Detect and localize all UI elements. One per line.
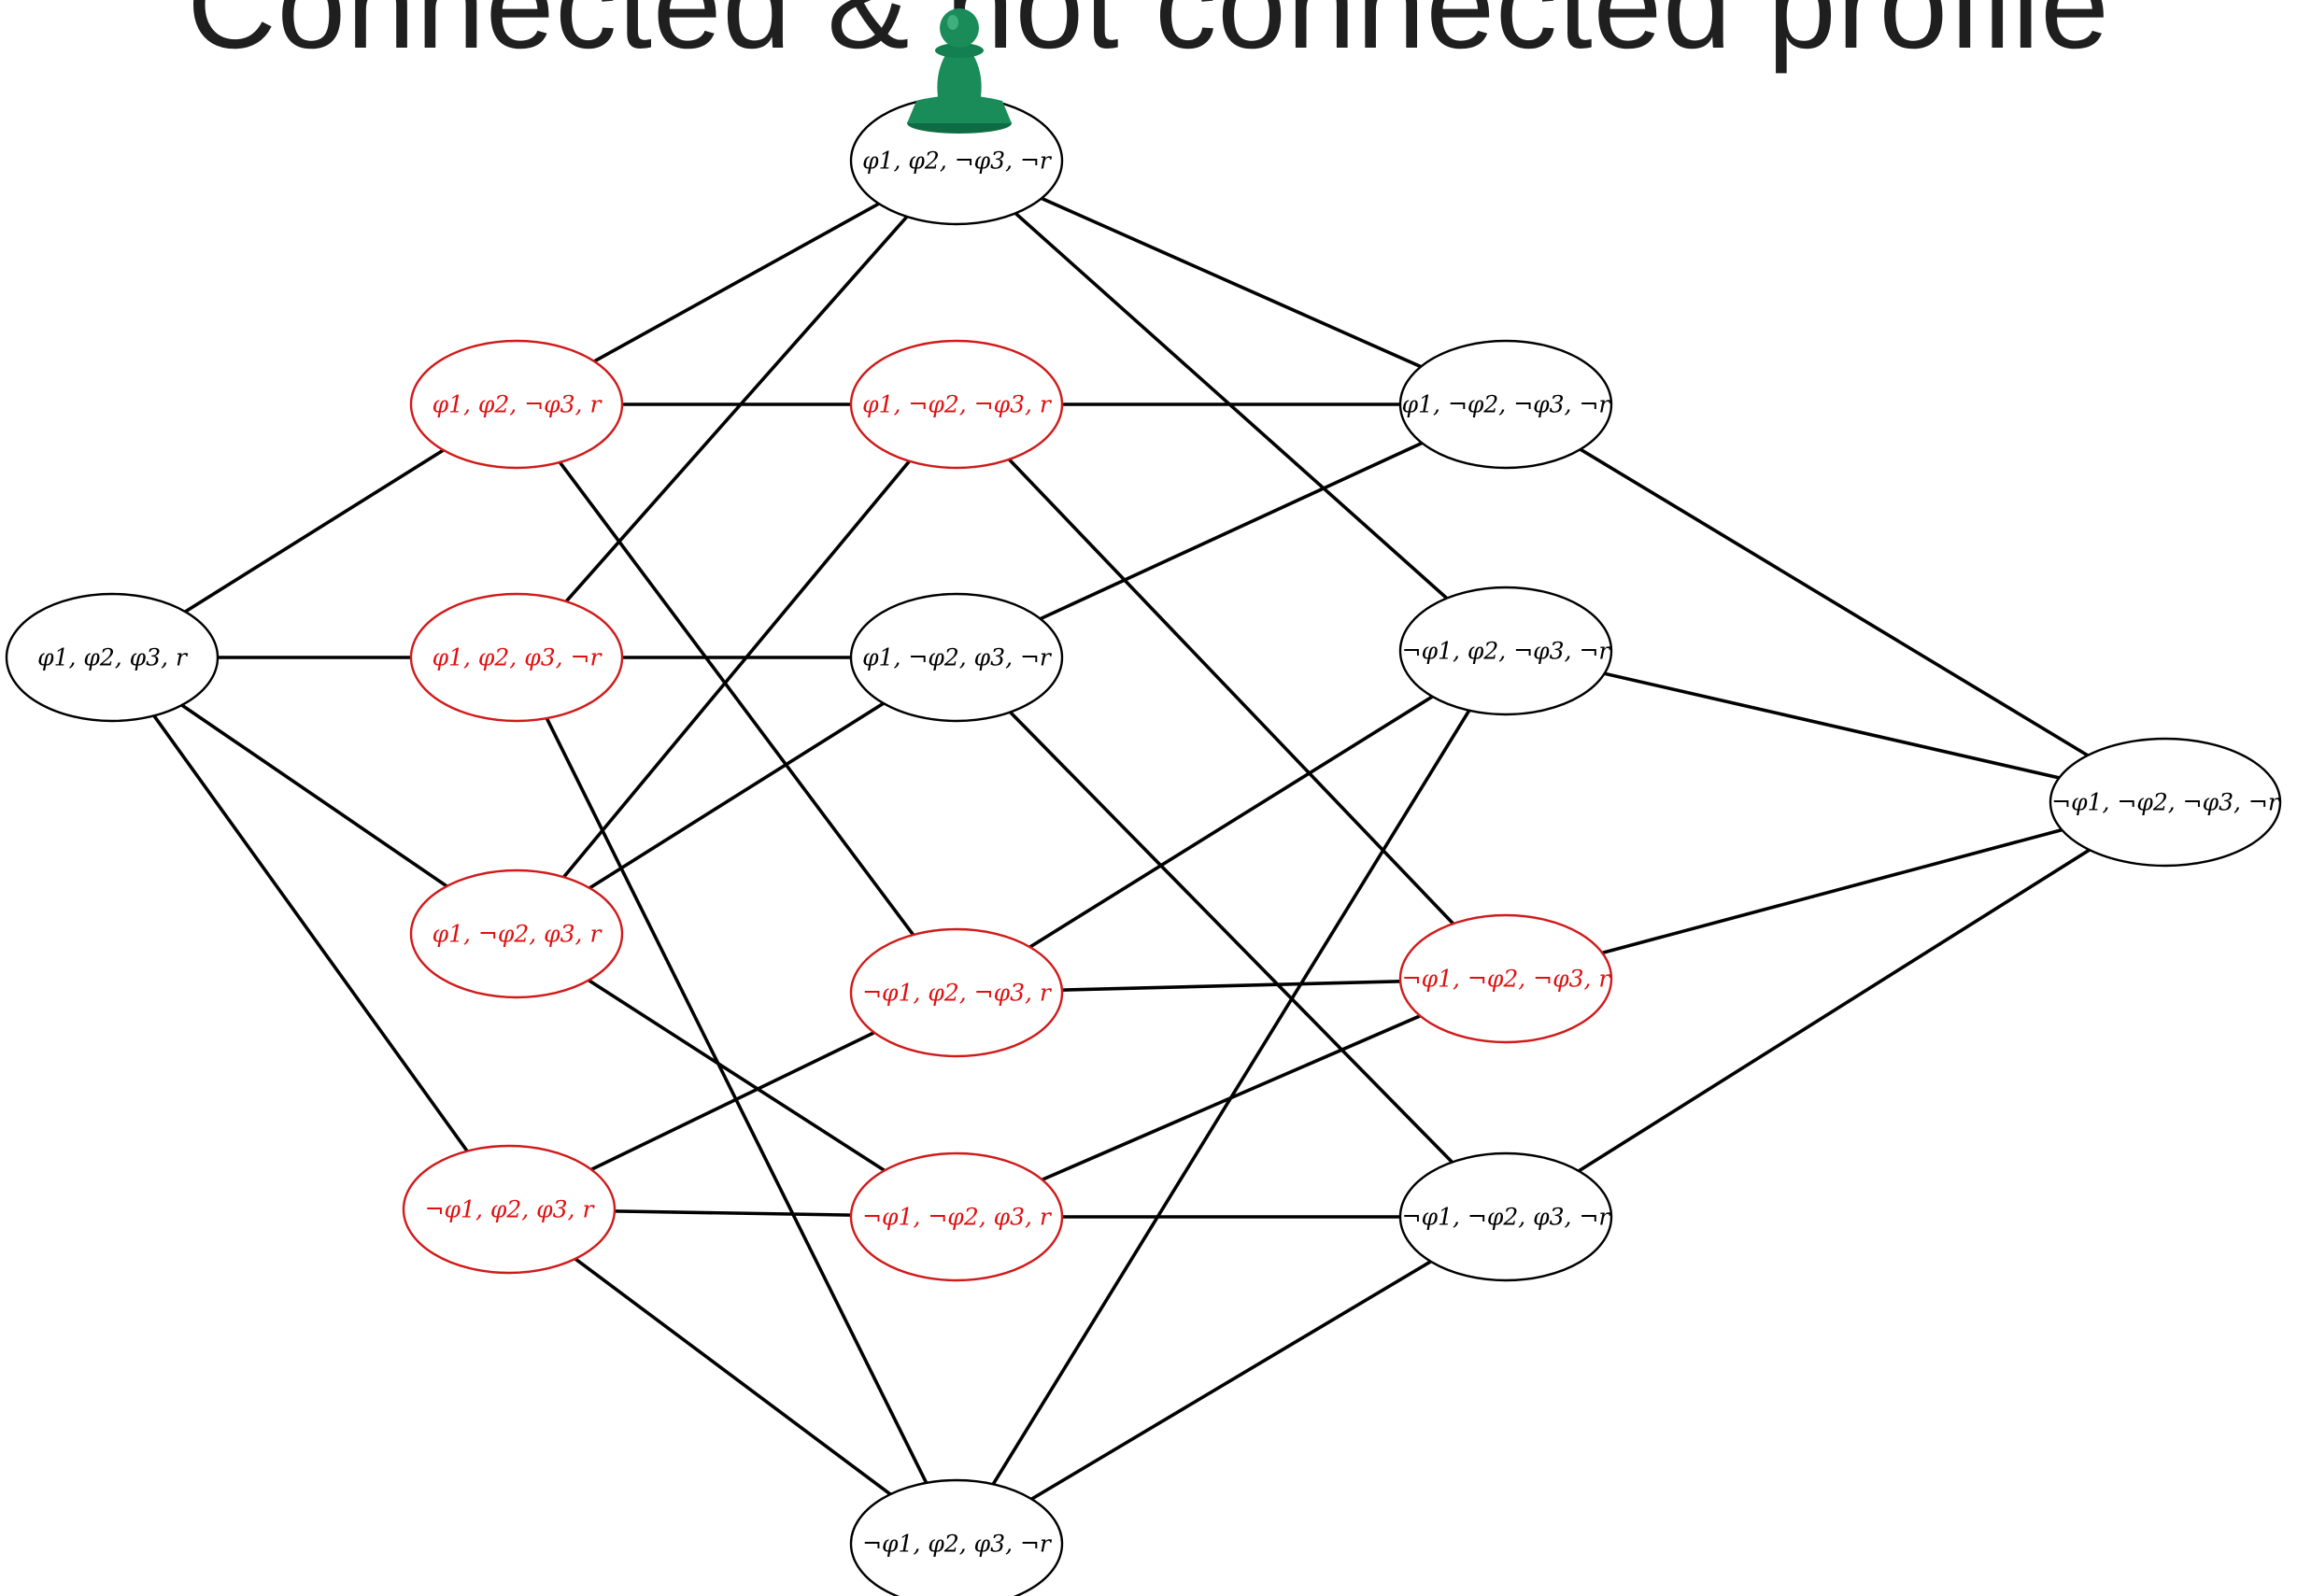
node-left: φ1, φ2, φ3, r [5, 592, 220, 723]
node-label: φ1, ¬φ2, φ3, r [432, 921, 603, 948]
node-d3: ¬φ1, ¬φ2, φ3, ¬r [1398, 1151, 1613, 1282]
edge-d1-bot [507, 1208, 958, 1546]
node-ellipse [402, 1144, 617, 1275]
node-label: φ1, φ2, ¬φ3, ¬r [862, 148, 1053, 175]
green-pawn-icon [907, 8, 1012, 134]
edge-b2-d3 [955, 656, 1508, 1219]
node-label: ¬φ1, φ2, φ3, ¬r [862, 1531, 1053, 1558]
node-ellipse [409, 869, 624, 999]
pawn-part [935, 43, 984, 58]
node-ellipse [849, 592, 1064, 723]
node-ellipse [409, 339, 624, 470]
edge-a3-right [1505, 403, 2166, 804]
edge-right-d3 [1505, 800, 2166, 1219]
node-label: ¬φ1, ¬φ2, φ3, r [862, 1204, 1053, 1231]
edge-a3-b2 [956, 403, 1507, 659]
graph-edges [110, 159, 2166, 1546]
edge-b3-c2 [956, 649, 1507, 995]
edge-top-b1 [515, 159, 958, 659]
edge-d3-bot [956, 1215, 1507, 1546]
node-label: φ1, ¬φ2, ¬φ3, r [862, 391, 1053, 418]
node-label: ¬φ1, φ2, φ3, r [425, 1196, 596, 1223]
node-label: φ1, φ2, ¬φ3, r [432, 391, 603, 418]
slide-title: Connected & not connected profile [187, 0, 2110, 74]
node-d1: ¬φ1, φ2, φ3, r [402, 1144, 617, 1275]
node-label: ¬φ1, ¬φ2, ¬φ3, ¬r [2051, 789, 2281, 816]
node-ellipse [1398, 913, 1613, 1044]
node-c3: ¬φ1, ¬φ2, ¬φ3, r [1398, 913, 1613, 1044]
node-b2: φ1, ¬φ2, φ3, ¬r [849, 592, 1064, 723]
edge-b3-right [1505, 649, 2166, 804]
node-ellipse [849, 339, 1064, 470]
node-label: φ1, φ2, φ3, r [37, 644, 189, 671]
pawn-part [907, 95, 1012, 123]
node-right: ¬φ1, ¬φ2, ¬φ3, ¬r [2049, 737, 2282, 868]
node-ellipse [5, 592, 220, 723]
edge-a1-c2 [515, 403, 958, 995]
node-ellipse [849, 1478, 1064, 1596]
edge-a2-c3 [955, 403, 1508, 981]
node-label: ¬φ1, ¬φ2, ¬φ3, r [1402, 966, 1612, 993]
pawn-part [940, 8, 979, 48]
node-label: ¬φ1, φ2, ¬φ3, ¬r [1402, 638, 1612, 665]
node-b1: φ1, φ2, φ3, ¬r [409, 592, 624, 723]
pawn-part [937, 50, 982, 103]
edge-top-a3 [956, 159, 1507, 406]
node-label: φ1, ¬φ2, ¬φ3, ¬r [1402, 391, 1612, 418]
node-ellipse [1398, 586, 1613, 716]
node-ellipse [849, 927, 1064, 1058]
node-a3: φ1, ¬φ2, ¬φ3, ¬r [1398, 339, 1613, 470]
node-d2: ¬φ1, ¬φ2, φ3, r [849, 1151, 1064, 1282]
node-ellipse [1398, 339, 1613, 470]
node-label: φ1, φ2, φ3, ¬r [432, 644, 603, 671]
node-b3: ¬φ1, φ2, ¬φ3, ¬r [1398, 586, 1613, 716]
edge-c3-d2 [956, 977, 1507, 1219]
node-c1: φ1, ¬φ2, φ3, r [409, 869, 624, 999]
node-bot: ¬φ1, φ2, φ3, ¬r [849, 1478, 1064, 1596]
node-a2: φ1, ¬φ2, ¬φ3, r [849, 339, 1064, 470]
node-label: ¬φ1, ¬φ2, φ3, ¬r [1402, 1204, 1612, 1231]
pawn-part [947, 15, 958, 30]
node-label: φ1, ¬φ2, φ3, ¬r [862, 644, 1053, 671]
graph-nodes: φ1, φ2, ¬φ3, ¬r φ1, φ2, ¬φ3, r φ1, ¬φ2, ¬φ… [5, 95, 2282, 1596]
edge-right-c3 [1505, 800, 2166, 981]
node-c2: ¬φ1, φ2, ¬φ3, r [849, 927, 1064, 1058]
node-ellipse [409, 592, 624, 723]
node-label: ¬φ1, φ2, ¬φ3, r [862, 980, 1053, 1007]
edge-left-d1 [110, 656, 511, 1211]
node-a1: φ1, φ2, ¬φ3, r [409, 339, 624, 470]
node-ellipse [849, 1151, 1064, 1282]
edge-a2-c1 [515, 403, 958, 936]
node-ellipse [2049, 737, 2282, 868]
node-ellipse [1398, 1151, 1613, 1282]
edge-c1-d2 [516, 932, 957, 1219]
